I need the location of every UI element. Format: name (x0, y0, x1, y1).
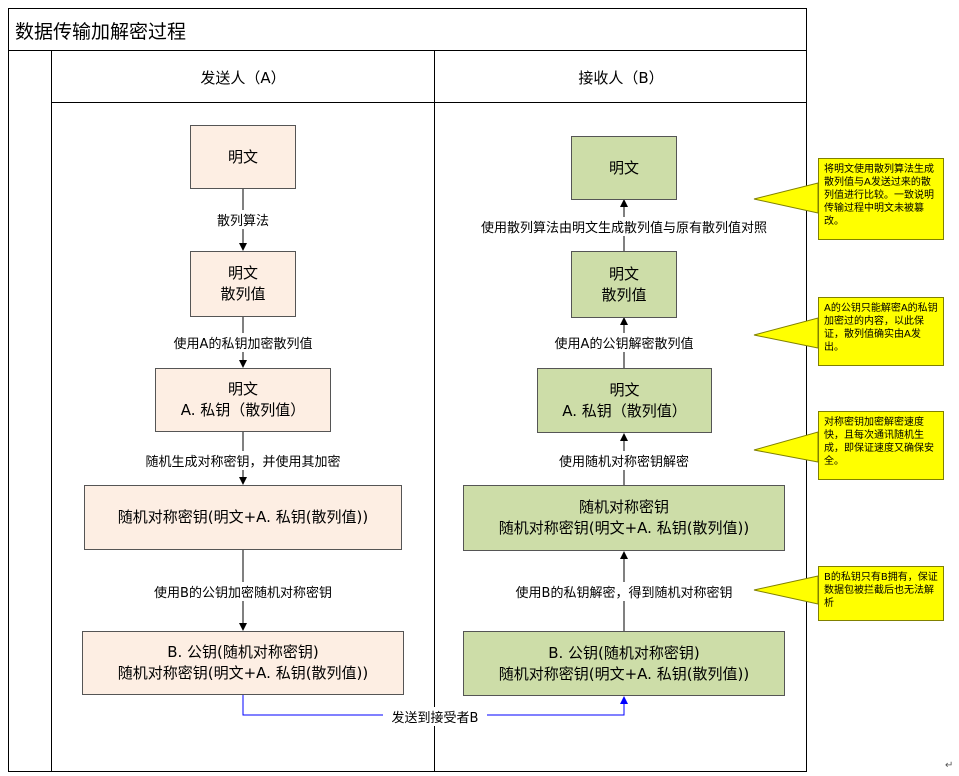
label-decrypt-key: 使用B的私钥解密，得到随机对称密钥 (499, 582, 749, 601)
receiver-plaintext-text: 明文 (608, 158, 639, 177)
receiver-signed-line2: A. 私钥（散列值） (562, 401, 687, 420)
lane-gutter (51, 51, 52, 772)
receiver-symmetric-box: 随机对称密钥 随机对称密钥(明文+A. 私钥(散列值)) (463, 485, 785, 551)
label-random-key: 随机生成对称密钥，并使用其加密 (128, 451, 358, 470)
sender-package-line2: 随机对称密钥(明文+A. 私钥(散列值)) (117, 664, 369, 682)
header-bottom-line (51, 102, 807, 103)
sender-symmetric-box: 随机对称密钥(明文+A. 私钥(散列值)) (84, 485, 402, 550)
receiver-package-line2: 随机对称密钥(明文+A. 私钥(散列值)) (498, 664, 750, 683)
label-compare-hash: 使用散列算法由明文生成散列值与原有散列值对照 (457, 217, 791, 236)
sender-symmetric-text: 随机对称密钥(明文+A. 私钥(散列值)) (117, 508, 369, 526)
note-hash-compare: 将明文使用散列算法生成散列值与A发送过来的散列值进行比较。一致说明传输过程中明文… (818, 158, 944, 240)
paragraph-mark-icon: ↵ (945, 760, 954, 771)
receiver-symmetric-line1: 随机对称密钥 (578, 498, 669, 516)
label-decrypt-hash: 使用A的公钥解密散列值 (544, 333, 704, 352)
sender-hash-line2: 散列值 (220, 285, 266, 303)
diagram-title: 数据传输加解密过程 (8, 8, 807, 51)
sender-lane-header: 发送人（A） (200, 68, 286, 87)
lane-divider (434, 51, 435, 772)
label-encrypt-hash: 使用A的私钥加密散列值 (163, 333, 323, 352)
note-public-key: A的公钥只能解密A的私钥加密过的内容，以此保证，散列值确实由A发出。 (818, 297, 944, 366)
receiver-plaintext-box: 明文 (571, 136, 677, 200)
note1-pointer (753, 182, 819, 214)
note2-pointer (753, 317, 819, 349)
sender-package-box: B. 公钥(随机对称密钥) 随机对称密钥(明文+A. 私钥(散列值)) (82, 631, 404, 695)
sender-signed-line2: A. 私钥（散列值） (180, 401, 306, 419)
sender-plaintext-text: 明文 (227, 147, 258, 166)
sender-hash-line1: 明文 (227, 264, 258, 282)
sender-signed-box: 明文 A. 私钥（散列值） (155, 368, 331, 432)
note4-pointer (753, 575, 819, 605)
receiver-lane-header: 接收人（B） (578, 68, 664, 87)
sender-plaintext-box: 明文 (190, 125, 296, 189)
sender-signed-line1: 明文 (227, 380, 258, 398)
label-hash-algorithm: 散列算法 (203, 210, 283, 229)
label-decrypt-symmetric: 使用随机对称密钥解密 (547, 451, 701, 470)
note3-pointer (753, 431, 819, 463)
label-encrypt-key: 使用B的公钥加密随机对称密钥 (140, 582, 346, 601)
receiver-hash-line1: 明文 (608, 264, 639, 283)
receiver-signed-line1: 明文 (609, 380, 640, 399)
sender-hash-box: 明文 散列值 (190, 251, 296, 317)
note-symmetric-key: 对称密钥加密解密速度快，且每次通讯随机生成，即保证速度又确保安全。 (818, 411, 944, 480)
receiver-hash-line2: 散列值 (601, 285, 647, 304)
receiver-package-box: B. 公钥(随机对称密钥) 随机对称密钥(明文+A. 私钥(散列值)) (463, 631, 785, 696)
receiver-hash-box: 明文 散列值 (571, 251, 677, 318)
receiver-symmetric-line2: 随机对称密钥(明文+A. 私钥(散列值)) (498, 519, 750, 537)
receiver-signed-box: 明文 A. 私钥（散列值） (537, 368, 712, 433)
note-private-key: B的私钥只有B拥有，保证数据包被拦截后也无法解析 (818, 566, 944, 621)
label-send-to-b: 发送到接受者B (383, 707, 487, 726)
sender-package-line1: B. 公钥(随机对称密钥) (167, 643, 319, 661)
receiver-package-line1: B. 公钥(随机对称密钥) (548, 643, 700, 662)
